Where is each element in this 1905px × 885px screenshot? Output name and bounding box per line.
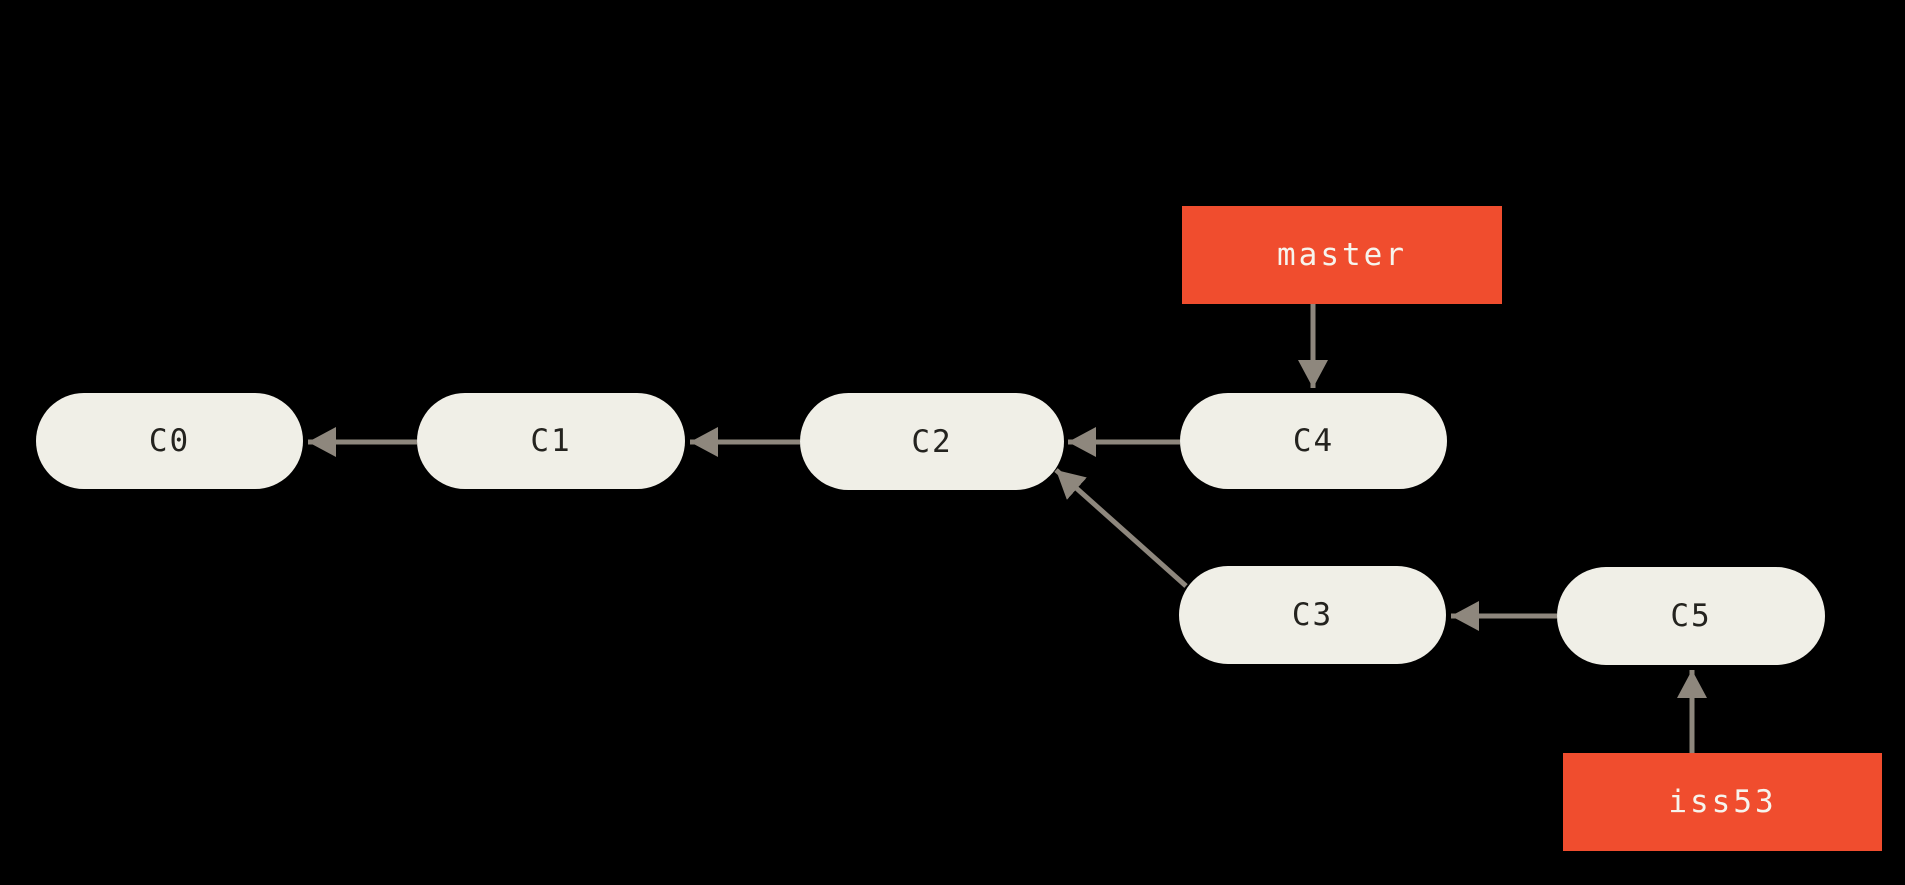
commit-node-c0: C0 — [36, 393, 303, 489]
branch-label-text: master — [1277, 237, 1407, 273]
commit-label: C2 — [911, 423, 953, 460]
commit-label: C4 — [1292, 423, 1335, 459]
branch-label-master: master — [1182, 206, 1502, 304]
commit-node-c4: C4 — [1180, 393, 1447, 489]
commit-label: C0 — [148, 423, 191, 459]
commit-label: C5 — [1670, 598, 1712, 634]
commit-node-c3: C3 — [1179, 566, 1446, 664]
commit-label: C3 — [1291, 597, 1334, 633]
commit-node-c2: C2 — [800, 393, 1064, 490]
commit-node-c5: C5 — [1557, 567, 1825, 665]
arrow-c3-to-c2 — [1054, 468, 1188, 588]
branch-label-iss53: iss53 — [1563, 753, 1882, 851]
commit-label: C1 — [530, 423, 572, 459]
commit-node-c1: C1 — [417, 393, 685, 489]
branch-label-text: iss53 — [1668, 784, 1777, 820]
